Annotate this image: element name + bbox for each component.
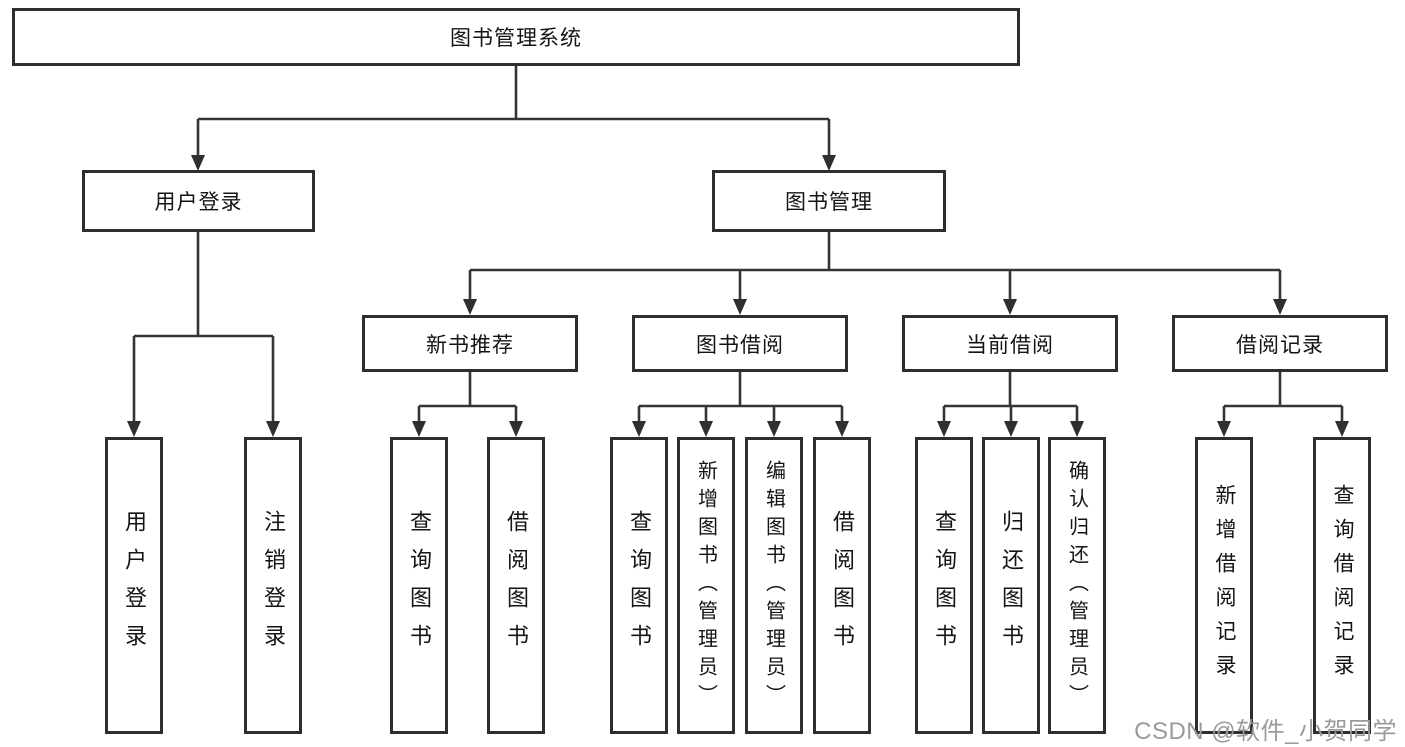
- node-label: 新增图书（管理员）: [694, 459, 717, 712]
- node-new-book-recommendation: 新书推荐: [362, 315, 578, 372]
- leaf-query-books-borrow: 查询图书: [610, 437, 668, 734]
- connector-root-to-level2: [191, 66, 836, 171]
- node-label: 编辑图书（管理员）: [762, 459, 785, 712]
- leaf-user-login: 用户登录: [105, 437, 163, 734]
- node-library-management-system: 图书管理系统: [12, 8, 1020, 66]
- node-label: 归还图书: [999, 509, 1024, 662]
- leaf-confirm-return-admin: 确认归还（管理员）: [1048, 437, 1106, 734]
- leaf-add-book-admin: 新增图书（管理员）: [677, 437, 735, 734]
- connector-currentborrow-to-leaves: [937, 370, 1084, 437]
- node-label: 当前借阅: [966, 333, 1054, 357]
- node-current-borrowing: 当前借阅: [902, 315, 1118, 372]
- node-label: 图书管理系统: [450, 27, 582, 50]
- leaf-logout: 注销登录: [244, 437, 302, 734]
- node-label: 查询借阅记录: [1331, 483, 1354, 688]
- node-book-management: 图书管理: [712, 170, 946, 232]
- connector-borrowrecord-to-leaves: [1217, 370, 1349, 437]
- leaf-borrow-books-borrow: 借阅图书: [813, 437, 871, 734]
- node-label: 查询图书: [932, 509, 957, 662]
- node-label: 图书管理: [785, 191, 873, 214]
- node-label: 借阅记录: [1236, 333, 1324, 357]
- node-label: 借阅图书: [830, 509, 855, 662]
- node-label: 借阅图书: [504, 509, 529, 662]
- connector-newbook-to-leaves: [412, 370, 523, 437]
- node-label: 注销登录: [261, 509, 286, 662]
- node-label: 确认归还（管理员）: [1065, 459, 1088, 712]
- node-borrowing-records: 借阅记录: [1172, 315, 1388, 372]
- leaf-query-books-newbook: 查询图书: [390, 437, 448, 734]
- node-book-borrowing: 图书借阅: [632, 315, 848, 372]
- connector-bookborrow-to-leaves: [632, 370, 849, 437]
- node-label: 图书借阅: [696, 333, 784, 357]
- node-label: 用户登录: [154, 191, 243, 214]
- csdn-watermark: CSDN @软件_小贺同学: [1134, 718, 1397, 745]
- node-label: 查询图书: [407, 509, 432, 662]
- connector-userlogin-to-leaves: [127, 230, 280, 437]
- leaf-query-borrow-record: 查询借阅记录: [1313, 437, 1371, 734]
- node-user-login: 用户登录: [82, 170, 315, 232]
- node-label: 查询图书: [627, 509, 652, 662]
- leaf-return-book: 归还图书: [982, 437, 1040, 734]
- leaf-borrow-books-newbook: 借阅图书: [487, 437, 545, 734]
- connector-bookmgmt-to-level3: [463, 230, 1287, 315]
- leaf-add-borrow-record: 新增借阅记录: [1195, 437, 1253, 734]
- leaf-query-books-current: 查询图书: [915, 437, 973, 734]
- leaf-edit-book-admin: 编辑图书（管理员）: [745, 437, 803, 734]
- node-label: 新增借阅记录: [1213, 483, 1236, 688]
- node-label: 新书推荐: [426, 333, 514, 357]
- node-label: 用户登录: [122, 509, 147, 662]
